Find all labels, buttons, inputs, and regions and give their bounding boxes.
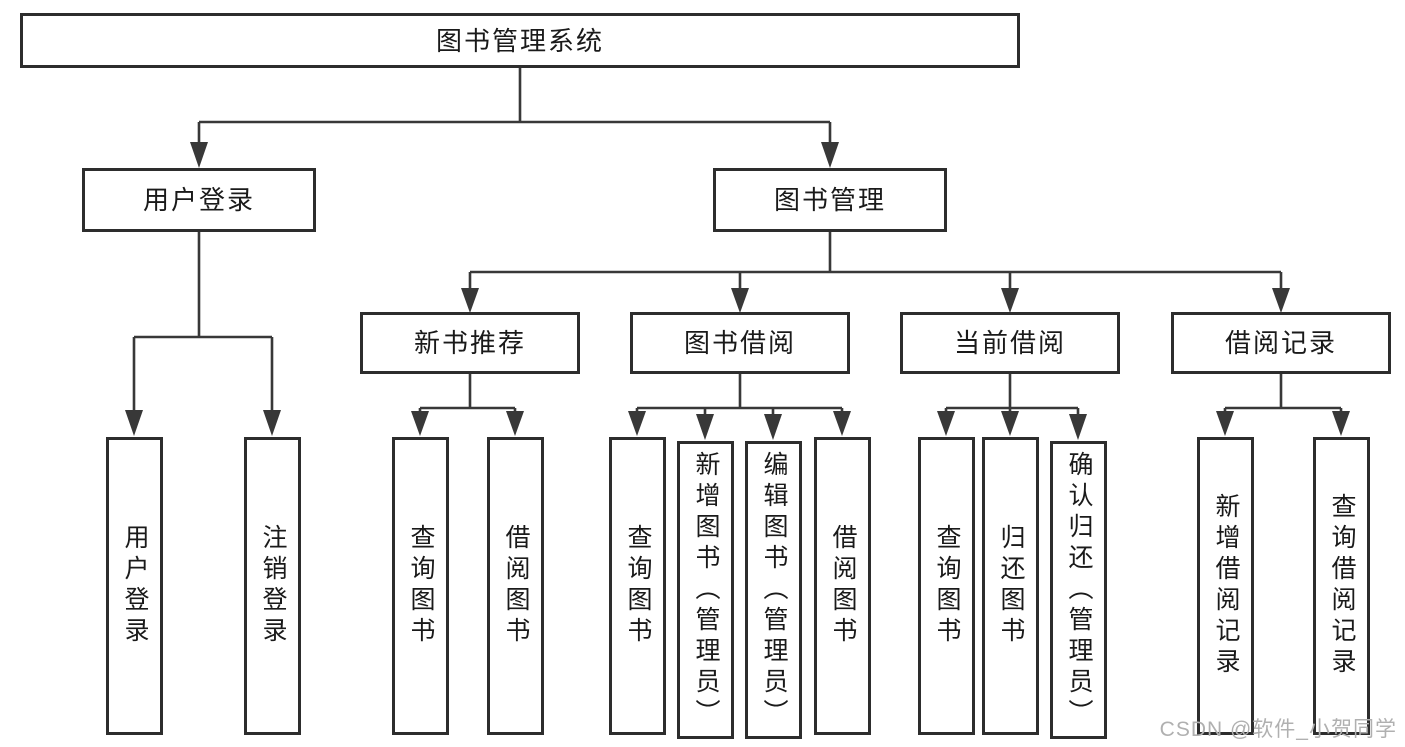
leaf-logout: 注销登录 bbox=[244, 437, 301, 735]
node-user-login: 用户登录 bbox=[82, 168, 316, 232]
node-label: 确认归还（管理员） bbox=[1065, 450, 1093, 730]
leaf-edit-book-admin: 编辑图书（管理员） bbox=[745, 441, 802, 739]
node-label: 查询借阅记录 bbox=[1328, 493, 1356, 679]
node-new-book-recommend: 新书推荐 bbox=[360, 312, 580, 374]
leaf-query-books-recommend: 查询图书 bbox=[392, 437, 449, 735]
leaf-query-books-current: 查询图书 bbox=[918, 437, 975, 735]
node-label: 借阅记录 bbox=[1224, 328, 1337, 358]
leaf-query-books-borrow: 查询图书 bbox=[609, 437, 666, 735]
node-borrow-records: 借阅记录 bbox=[1171, 312, 1391, 374]
node-label: 新增借阅记录 bbox=[1212, 493, 1240, 679]
leaf-user-login: 用户登录 bbox=[106, 437, 163, 735]
leaf-add-borrow-record: 新增借阅记录 bbox=[1197, 437, 1254, 735]
node-label: 查询图书 bbox=[933, 524, 961, 648]
leaf-borrow-books-recommend: 借阅图书 bbox=[487, 437, 544, 735]
node-label: 用户登录 bbox=[142, 185, 255, 215]
watermark: CSDN @软件_小贺同学 bbox=[1159, 718, 1397, 741]
leaf-return-book: 归还图书 bbox=[982, 437, 1039, 735]
node-label: 注销登录 bbox=[259, 524, 287, 648]
leaf-add-book-admin: 新增图书（管理员） bbox=[677, 441, 734, 739]
node-label: 用户登录 bbox=[121, 524, 149, 648]
leaf-confirm-return-admin: 确认归还（管理员） bbox=[1050, 441, 1107, 739]
leaf-query-borrow-record: 查询借阅记录 bbox=[1313, 437, 1370, 735]
node-label: 图书管理系统 bbox=[435, 25, 604, 56]
node-label: 新增图书（管理员） bbox=[692, 450, 720, 730]
node-book-borrow: 图书借阅 bbox=[630, 312, 850, 374]
node-label: 查询图书 bbox=[407, 524, 435, 648]
node-current-borrow: 当前借阅 bbox=[900, 312, 1120, 374]
node-label: 归还图书 bbox=[997, 524, 1025, 648]
node-label: 查询图书 bbox=[624, 524, 652, 648]
leaf-borrow-books: 借阅图书 bbox=[814, 437, 871, 735]
node-label: 编辑图书（管理员） bbox=[760, 450, 788, 730]
node-label: 图书借阅 bbox=[683, 328, 796, 358]
node-label: 新书推荐 bbox=[413, 328, 526, 358]
node-label: 当前借阅 bbox=[953, 328, 1066, 358]
node-root-system: 图书管理系统 bbox=[20, 13, 1020, 68]
node-label: 图书管理 bbox=[773, 185, 886, 215]
node-label: 借阅图书 bbox=[502, 524, 530, 648]
node-label: 借阅图书 bbox=[829, 524, 857, 648]
node-book-management: 图书管理 bbox=[713, 168, 947, 232]
